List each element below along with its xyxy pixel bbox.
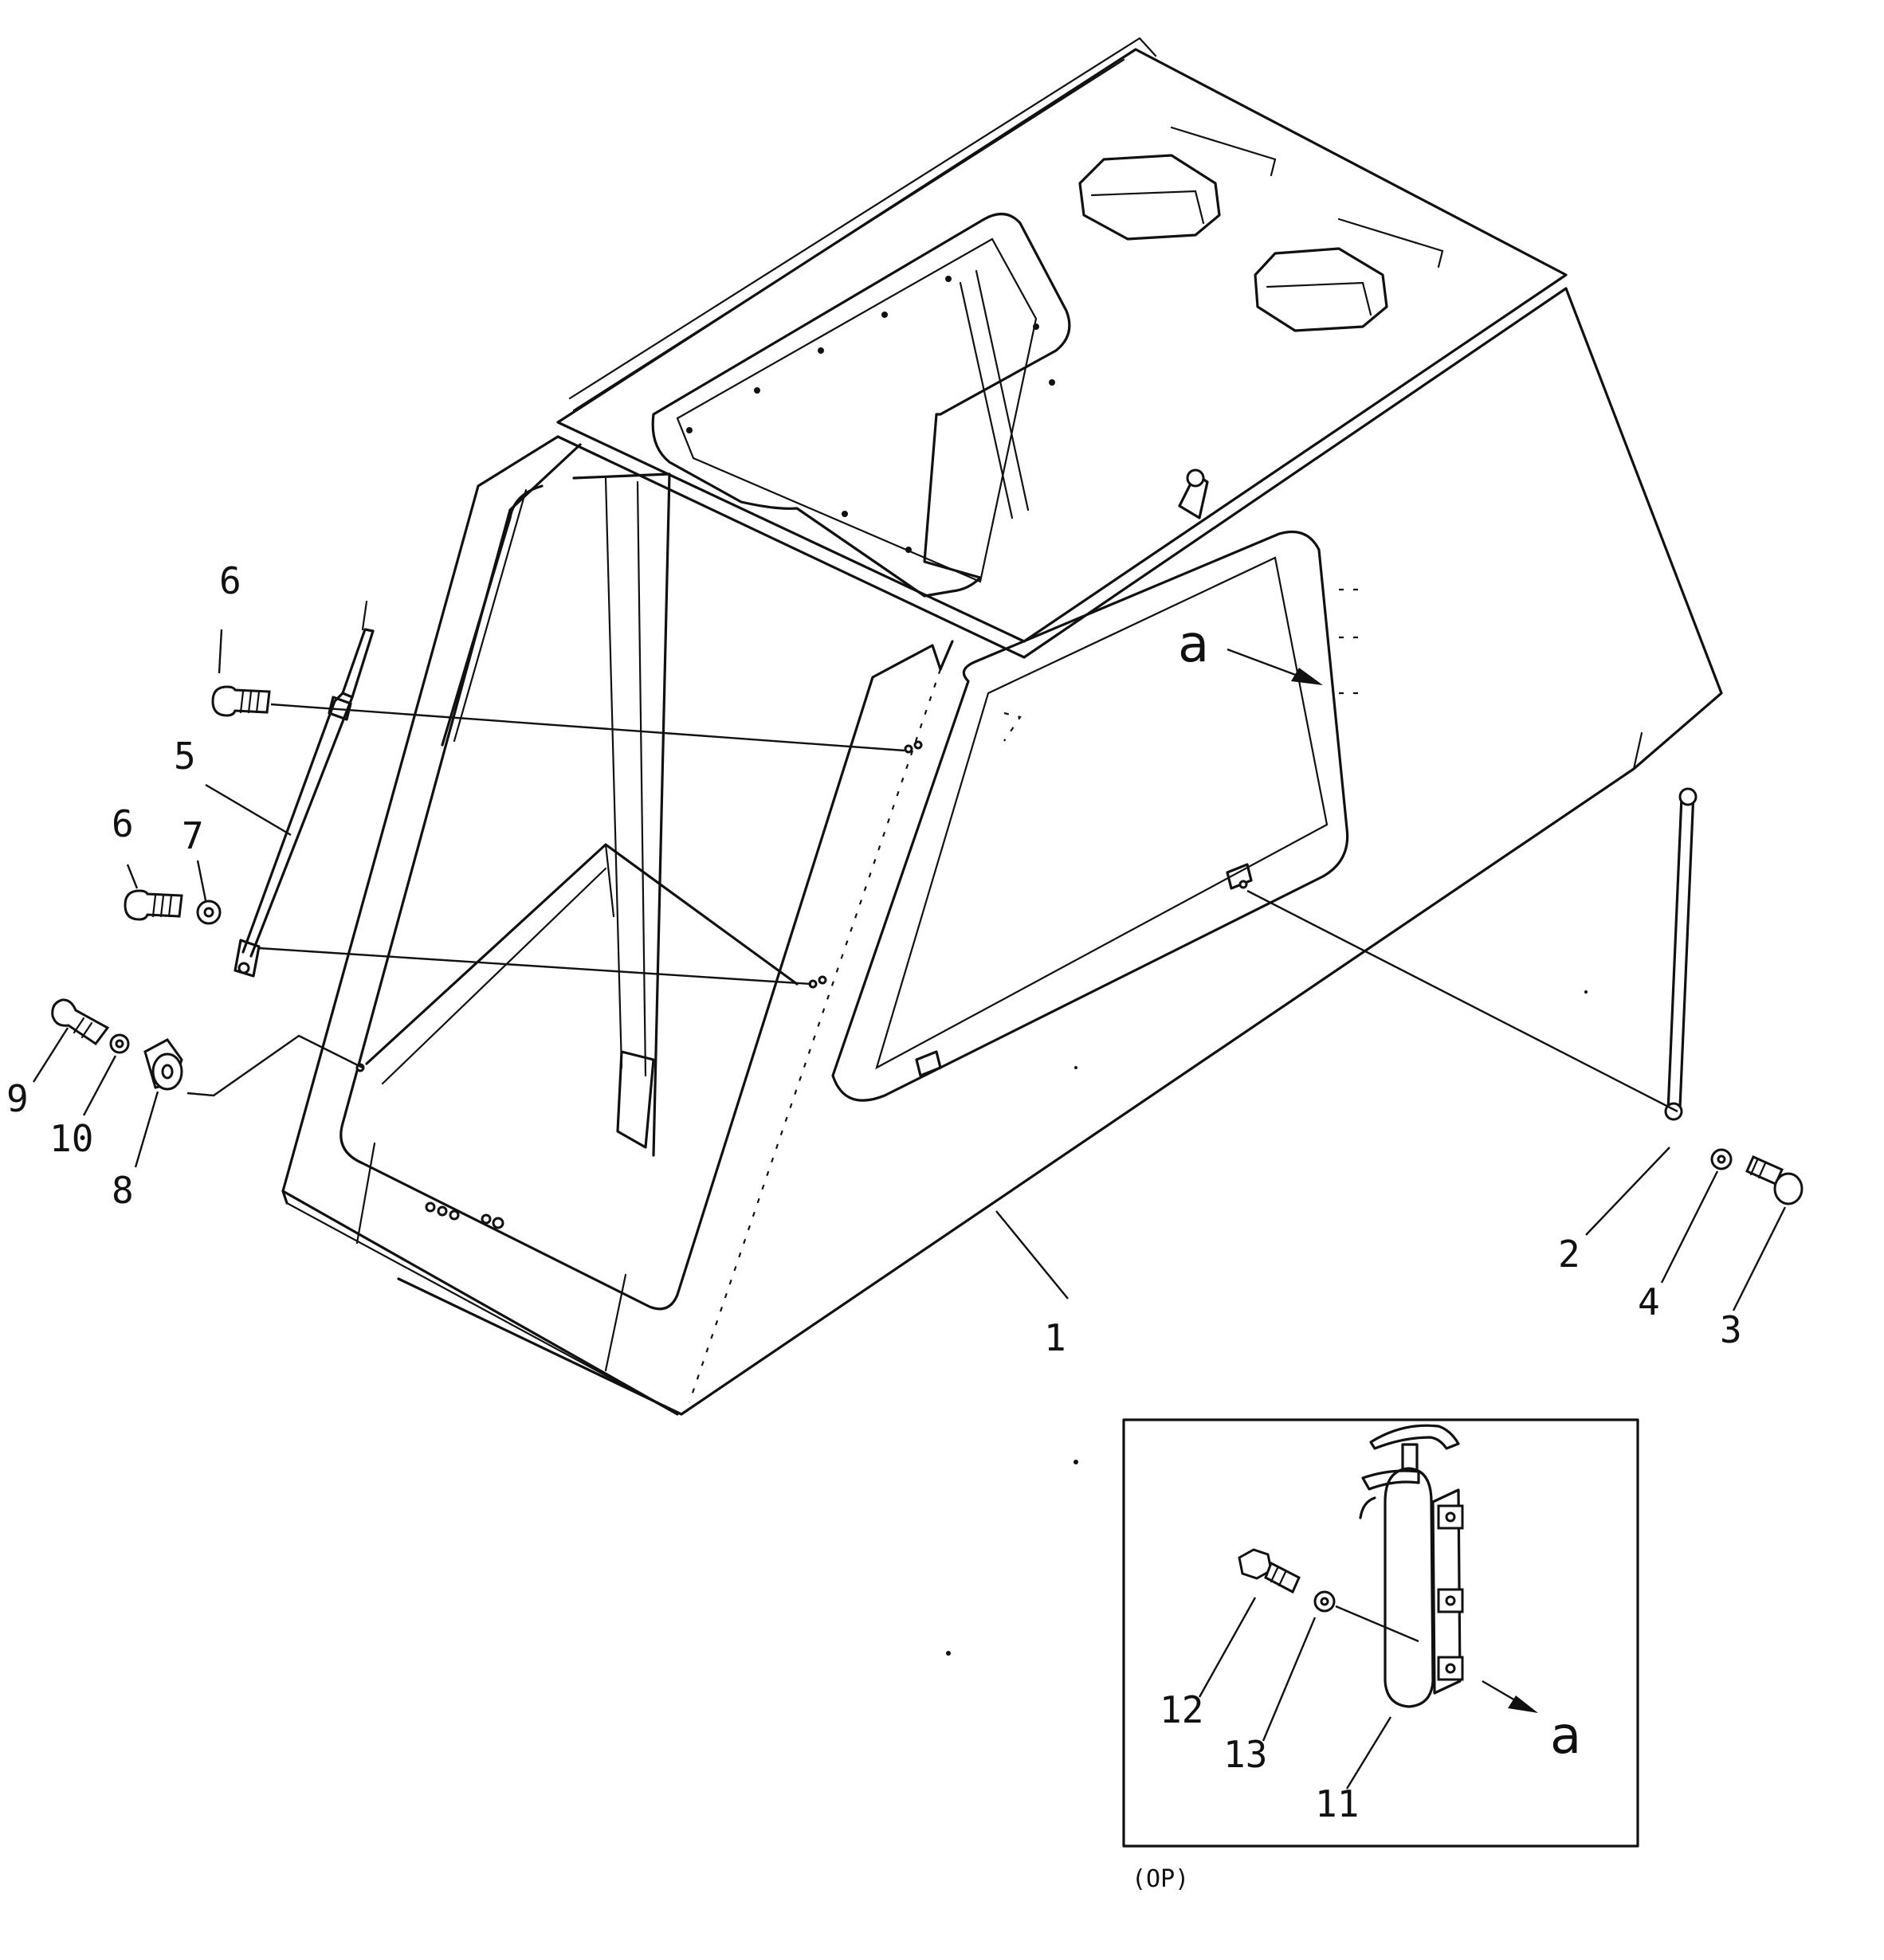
washer-13	[1313, 1590, 1336, 1613]
callout-6-lower: 6	[112, 802, 134, 845]
callout-1: 1	[1044, 1316, 1066, 1359]
callout-labels: 6 5 6 7 9 10 8 1 2 4 3 a	[6, 559, 1742, 1359]
callout-10: 10	[49, 1117, 93, 1160]
bolt-3	[1745, 1155, 1804, 1205]
bolt-9	[51, 998, 110, 1046]
callout-9: 9	[6, 1077, 29, 1120]
washer-10	[109, 1033, 130, 1054]
inset-view-marker-a: a	[1550, 1707, 1581, 1766]
bolt-6-lower	[124, 889, 183, 921]
leader-lines	[32, 629, 1787, 1311]
bolt-12	[1238, 1548, 1301, 1594]
washer-4	[1710, 1148, 1733, 1170]
callout-11: 11	[1315, 1782, 1359, 1825]
stay-link	[1664, 787, 1698, 1121]
washer-7	[196, 900, 222, 925]
callout-2: 2	[1558, 1233, 1580, 1276]
assembly-lines	[186, 703, 1678, 1113]
callout-6-upper: 6	[219, 559, 241, 602]
callout-7: 7	[182, 814, 204, 857]
callout-3: 3	[1720, 1308, 1742, 1351]
rubber-stopper-8	[143, 1038, 183, 1091]
view-marker-a: a	[1178, 615, 1209, 674]
fire-extinguisher-11	[1359, 1424, 1464, 1708]
callout-8: 8	[112, 1169, 134, 1212]
cab-frame	[281, 37, 1723, 1416]
callout-5: 5	[174, 735, 196, 778]
callout-13: 13	[1223, 1733, 1267, 1776]
inset-fire-extinguisher: 12 13 11 a	[1122, 1418, 1639, 1848]
view-arrow-a	[1227, 648, 1323, 685]
scan-specks	[946, 990, 1588, 1656]
callout-12: 12	[1160, 1688, 1203, 1731]
gas-strut	[234, 600, 375, 978]
callout-4: 4	[1638, 1280, 1660, 1323]
inset-caption-op: (OP)	[1132, 1865, 1189, 1893]
bolt-6-upper	[211, 685, 271, 717]
